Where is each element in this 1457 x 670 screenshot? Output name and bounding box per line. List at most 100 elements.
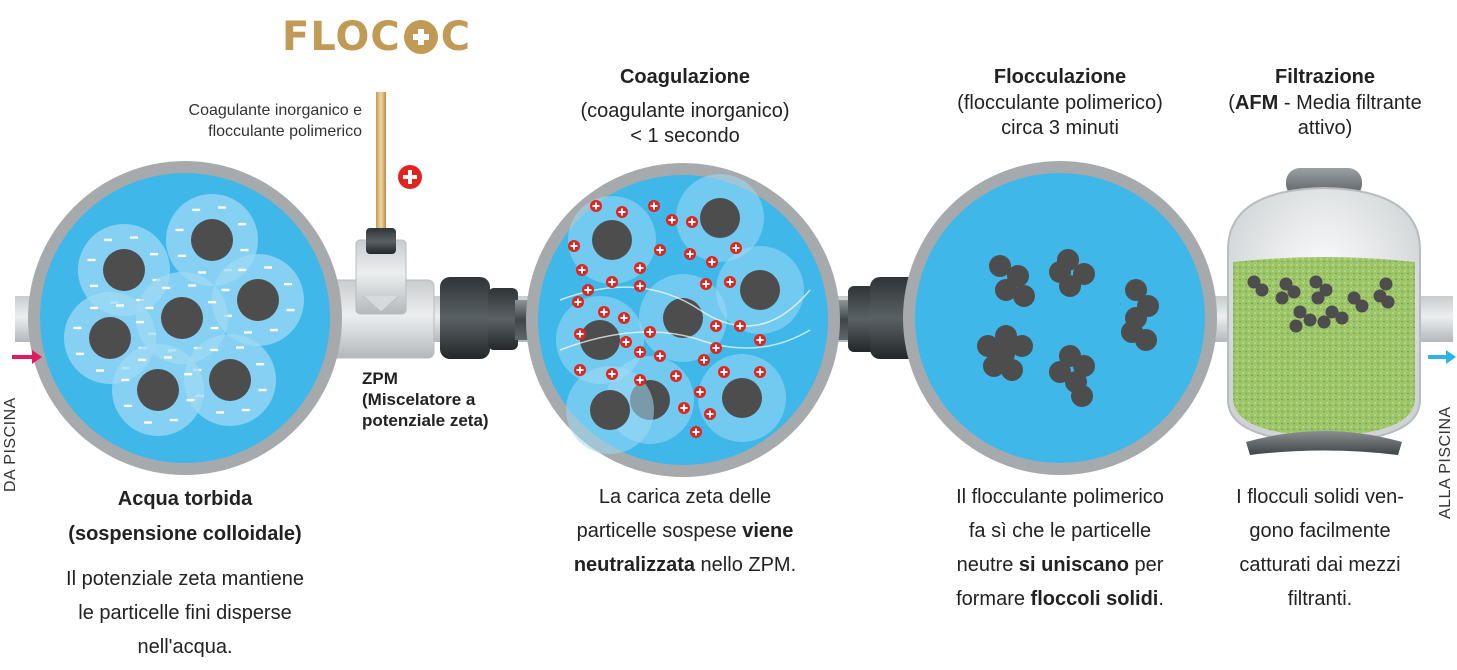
stage2-header: Coagulazione (coagulante inorganico) < 1… <box>540 66 830 149</box>
stage4-subtitle-line1: (AFM - Media filtrante <box>1228 92 1422 114</box>
particle <box>663 298 703 338</box>
stage1-title: Acqua torbida <box>117 488 253 510</box>
stage4-desc: I flocculi solidi ven- gono facilmente c… <box>1200 480 1440 616</box>
outlet-arrow <box>1428 350 1456 364</box>
floc-particle <box>995 279 1017 301</box>
dose-note: Coagulante inorganico e flocculante poli… <box>150 100 362 142</box>
zpm-line3: potenziale zeta) <box>362 411 489 430</box>
dosing-tube <box>376 92 386 232</box>
stage1-desc-line1: Il potenziale zeta mantiene <box>66 568 304 590</box>
filter-tank <box>1227 168 1421 455</box>
captured-floc <box>1319 283 1333 297</box>
stage4-desc-line2: gono facilmente <box>1249 520 1391 542</box>
floc-particle <box>1001 359 1023 381</box>
positive-charge-icon <box>398 165 422 189</box>
stage2-title: Coagulazione <box>619 66 750 88</box>
stage3-desc-line2: fa sì che le particelle <box>968 520 1152 542</box>
stage3-title: Flocculazione <box>993 66 1127 88</box>
stage3-desc-line1: Il flocculante polimerico <box>956 486 1164 508</box>
floc-clusters <box>977 249 1159 407</box>
particle <box>590 390 630 430</box>
stage3-header: Flocculazione (flocculante polimerico) c… <box>920 66 1200 141</box>
captured-floc <box>1381 295 1395 309</box>
colloid-particle <box>191 219 233 261</box>
zpm-line2: (Miscelatore a <box>362 390 476 409</box>
stage1-subtitle: (sospensione colloidale) <box>68 523 302 545</box>
captured-floc <box>1287 285 1301 299</box>
stage3-desc: Il flocculante polimerico fa sì che le p… <box>910 480 1210 616</box>
captured-floc <box>1309 275 1323 289</box>
stage4-header: Filtrazione (AFM - Media filtrante attiv… <box>1190 66 1457 141</box>
captured-floc <box>1289 319 1303 333</box>
captured-floc <box>1279 277 1293 291</box>
dose-note-line2: flocculante polimerico <box>208 123 362 140</box>
stage1-desc: Il potenziale zeta mantiene le particell… <box>30 562 340 664</box>
colloid-particle <box>237 279 279 321</box>
stage4-desc-line4: filtranti. <box>1287 588 1353 610</box>
brand-text-2: C <box>440 14 472 60</box>
particle <box>722 378 762 418</box>
stage4-subtitle-line2: attivo) <box>1297 117 1353 139</box>
colloid-particle <box>89 317 131 359</box>
captured-flocs <box>1247 275 1395 333</box>
stage3-subtitle: (flocculante polimerico) circa 3 minuti <box>920 91 1200 141</box>
captured-floc <box>1355 299 1369 313</box>
neutralized-particles <box>556 174 811 454</box>
stage4-desc-line1: I flocculi solidi ven- <box>1236 486 1404 508</box>
flocculation-circle <box>903 161 1217 475</box>
stage2-subtitle-line2: < 1 secondo <box>630 125 740 147</box>
brand-text-1: FLOC <box>282 14 401 60</box>
particle <box>580 320 620 360</box>
stage1-caption: Acqua torbida (sospensione colloidale) I… <box>30 482 340 664</box>
floc-particle <box>989 255 1011 277</box>
captured-floc <box>1335 311 1349 325</box>
brand-logo: FLOC C <box>282 14 471 60</box>
captured-floc <box>1317 315 1331 329</box>
particle <box>592 220 632 260</box>
stage2-desc-line2: particelle sospese viene <box>576 520 794 542</box>
dosing-connector <box>366 228 396 254</box>
stage4-desc-line3: catturati dai mezzi <box>1239 554 1401 576</box>
stage3-desc-line3: neutre si uniscano per <box>956 554 1164 576</box>
stage2-desc-line3: neutralizzata nello ZPM. <box>573 554 797 576</box>
floc-particle <box>1049 261 1071 283</box>
colloid-particle <box>209 359 251 401</box>
colloid-particle <box>161 297 203 339</box>
stage3-subtitle-line2: circa 3 minuti <box>1001 117 1119 139</box>
floc-particle <box>1011 335 1033 357</box>
stage3-desc-line4: formare floccoli solidi. <box>956 588 1164 610</box>
inlet-label: DA PISCINA <box>2 397 19 492</box>
stage1-desc-line2: le particelle fini disperse <box>78 602 292 624</box>
floc-particle <box>1125 279 1147 301</box>
floc-particle <box>1071 385 1093 407</box>
floc-particle <box>1135 329 1157 351</box>
colloid-particle <box>103 249 145 291</box>
stage4-title: Filtrazione <box>1274 66 1375 88</box>
stage2-desc: La carica zeta delle particelle sospese … <box>520 480 850 582</box>
captured-floc <box>1247 275 1261 289</box>
stage3-subtitle-line1: (flocculante polimerico) <box>957 92 1163 114</box>
captured-floc <box>1255 283 1269 297</box>
captured-floc <box>1293 305 1307 319</box>
inlet-arrow <box>12 350 42 364</box>
stage2-subtitle-line1: (coagulante inorganico) <box>580 100 790 122</box>
brand-plus-icon <box>403 20 438 54</box>
captured-floc <box>1379 277 1393 291</box>
floc-particle <box>995 325 1017 347</box>
floc-particle <box>983 355 1005 377</box>
tee-fitting <box>329 239 435 359</box>
floc-particle <box>1049 361 1071 383</box>
captured-floc <box>1275 291 1289 305</box>
stage4-subtitle: (AFM - Media filtrante attivo) <box>1190 91 1457 141</box>
dose-note-line1: Coagulante inorganico e <box>188 102 362 119</box>
captured-floc <box>1325 305 1339 319</box>
stage1-desc-line3: nell'acqua. <box>137 636 233 658</box>
zpm-line1: ZPM <box>362 369 398 388</box>
captured-floc <box>1303 313 1317 327</box>
colloid-particle <box>137 369 179 411</box>
colloid-particles <box>64 194 304 436</box>
zpm-label: ZPM (Miscelatore a potenziale zeta) <box>362 368 489 431</box>
stage2-desc-line1: La carica zeta delle <box>598 486 772 508</box>
floc-particle <box>1013 285 1035 307</box>
